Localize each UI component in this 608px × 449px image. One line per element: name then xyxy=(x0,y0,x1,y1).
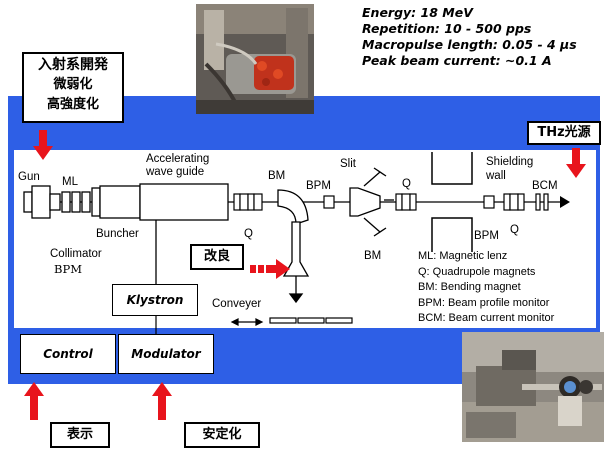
label-shielding: Shielding xyxy=(486,156,534,168)
accelerating-waveguide xyxy=(139,183,229,284)
beam-output-arrow xyxy=(560,196,570,208)
label-bpm2: BPM xyxy=(474,230,499,242)
spec-macropulse: Macropulse length: 0.05 - 4 μs xyxy=(362,37,577,52)
improvement-label: 改良 xyxy=(203,249,230,264)
label-q1: Q xyxy=(244,228,253,240)
legend-item: ML: Magnetic lenz xyxy=(418,250,508,262)
conveyer xyxy=(230,317,353,326)
label-accelerating: Accelerating xyxy=(146,153,210,165)
control-label: Control xyxy=(43,347,93,361)
quadrupole-2 xyxy=(395,193,417,211)
arrow-display-up xyxy=(24,382,44,420)
label-bm2: BM xyxy=(364,250,382,262)
legend-item: BCM: Beam current monitor xyxy=(418,312,555,324)
shielding-wall xyxy=(431,152,473,252)
arrow-stabilization-up xyxy=(152,382,172,420)
schematic-panel xyxy=(14,150,596,328)
legend-item: BPM: Beam profile monitor xyxy=(418,296,550,309)
buncher xyxy=(91,185,141,219)
label-wall: wall xyxy=(486,170,506,182)
thz-source-box: THz光源 xyxy=(527,121,601,145)
bending-magnet xyxy=(277,189,310,304)
spec-repetition: Repetition: 10 - 500 pps xyxy=(362,21,532,36)
legend-item: Q: Quadrupole magnets xyxy=(418,265,536,278)
spec-energy: Energy: 18 MeV xyxy=(362,5,473,20)
display-label: 表示 xyxy=(66,427,93,442)
quadrupole-1 xyxy=(233,193,263,211)
klystron-label: Klystron xyxy=(126,293,184,307)
equipment-photo-top xyxy=(196,4,314,114)
display-box: 表示 xyxy=(50,422,110,448)
injection-line-intense: 高強度化 xyxy=(46,97,99,112)
beam-specs: Energy: 18 MeV Repetition: 10 - 500 pps … xyxy=(362,5,577,69)
improvement-box: 改良 xyxy=(190,244,244,270)
legend-item: BM: Bending magnet xyxy=(418,281,521,293)
label-q3: Q xyxy=(510,224,519,236)
label-conveyer: Conveyer xyxy=(212,298,262,310)
spec-peak-current: Peak beam current: ∼0.1 A xyxy=(362,53,552,68)
bpm-1 xyxy=(323,195,335,209)
label-wave-guide: wave guide xyxy=(146,166,205,178)
control-box: Control xyxy=(20,334,116,374)
label-bm1: BM xyxy=(268,170,286,182)
injection-development-box: 入射系開発 微弱化 高強度化 xyxy=(22,52,124,123)
klystron-box: Klystron xyxy=(112,284,198,316)
label-collimator-bpm: BPM xyxy=(54,262,82,276)
quadrupole-3 xyxy=(503,193,525,211)
thz-source-label: THz光源 xyxy=(537,125,591,140)
label-bpm1: BPM xyxy=(306,180,331,192)
magnetic-lens xyxy=(61,191,91,213)
legend: ML: Magnetic lenz Q: Quadrupole magnets … xyxy=(418,249,554,327)
label-buncher: Buncher xyxy=(96,228,139,240)
modulator-box: Modulator xyxy=(118,334,214,374)
injection-title: 入射系開発 xyxy=(38,57,108,73)
bpm-2 xyxy=(483,195,495,209)
label-gun: Gun xyxy=(18,171,40,183)
label-q2: Q xyxy=(402,178,411,190)
label-bcm: BCM xyxy=(532,180,558,192)
bcm xyxy=(535,193,549,211)
label-collimator: Collimator xyxy=(50,248,102,260)
equipment-photo-bottom xyxy=(462,332,604,442)
stabilization-label: 安定化 xyxy=(202,427,242,442)
slit xyxy=(349,167,394,237)
modulator-label: Modulator xyxy=(131,347,201,361)
label-ml: ML xyxy=(62,176,78,188)
arrow-improvement-right xyxy=(250,259,290,279)
arrow-injection-down xyxy=(33,130,53,160)
red-arrows xyxy=(24,130,586,420)
injection-line-weak: 微弱化 xyxy=(53,77,93,92)
gun-component xyxy=(23,185,61,219)
arrow-thz-down xyxy=(566,148,586,178)
label-slit: Slit xyxy=(340,158,356,170)
stabilization-box: 安定化 xyxy=(184,422,260,448)
